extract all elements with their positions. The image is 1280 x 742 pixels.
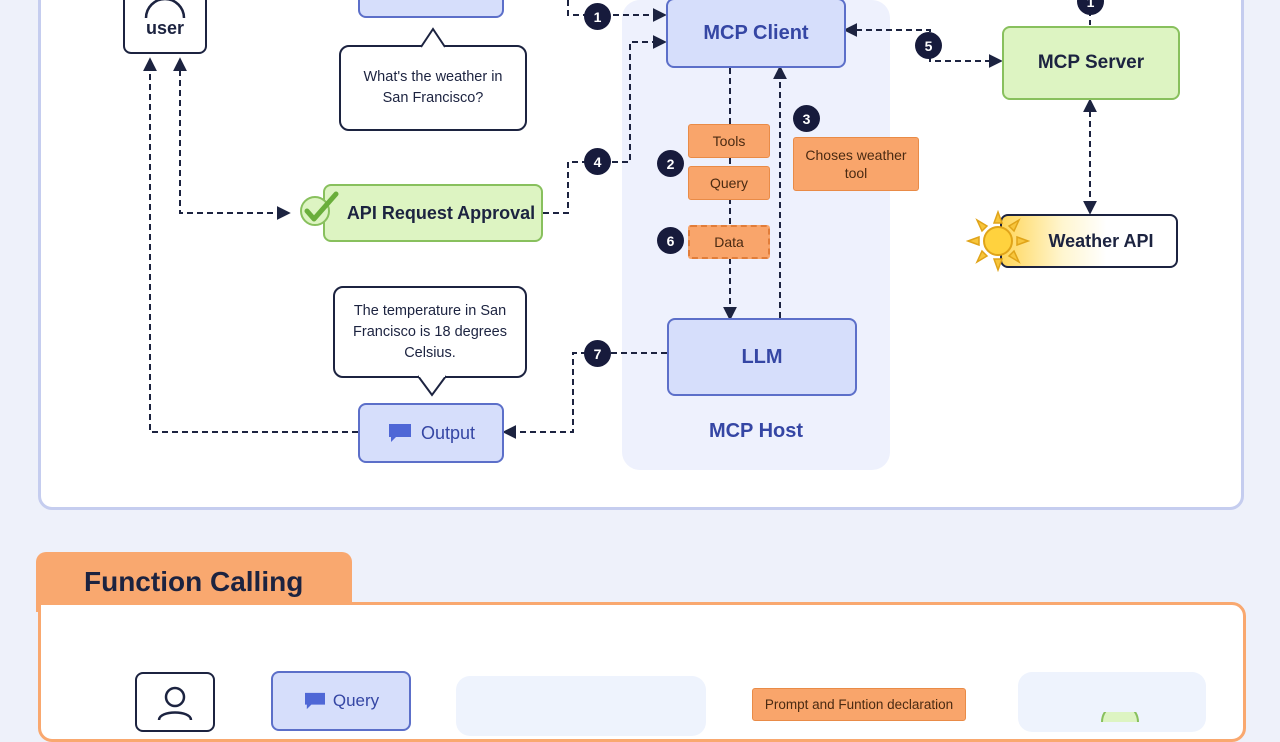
fc-query-label: Query	[332, 691, 380, 710]
answer-bubble: The temperature in San Francisco is 18 d…	[333, 286, 527, 378]
step-badge-3: 3	[793, 105, 820, 132]
mcp-client-node: MCP Client	[666, 0, 846, 68]
fc-status-icon	[1101, 712, 1139, 722]
fc-zone-right	[1018, 672, 1206, 732]
step-badge-2: 2	[657, 150, 684, 177]
tools-label: Tools	[712, 133, 746, 149]
step-badge-6: 6	[657, 227, 684, 254]
question-bubble-tail	[420, 27, 446, 48]
step-badge-4: 4	[584, 148, 611, 175]
data-chip: Data	[688, 225, 770, 259]
mcp-host-label: MCP Host	[708, 420, 804, 442]
input-node	[358, 0, 504, 18]
llm-label: LLM	[741, 345, 783, 368]
step-badge-5: 5	[915, 32, 942, 59]
question-text: What's the weather in San Francisco?	[363, 69, 503, 106]
tools-chip: Tools	[688, 124, 770, 158]
weather-api-label: Weather API	[1048, 230, 1154, 251]
sun-icon	[966, 210, 1030, 272]
user-icon	[144, 0, 186, 19]
data-label: Data	[714, 234, 744, 250]
answer-bubble-tail	[417, 375, 447, 397]
server-step-badge: 1	[1077, 0, 1104, 15]
step-badge-7: 7	[584, 340, 611, 367]
query-label: Query	[709, 175, 749, 191]
answer-text: The temperature in San Francisco is 18 d…	[353, 302, 507, 361]
step-badge-1: 1	[584, 3, 611, 30]
llm-node: LLM	[667, 318, 857, 396]
chat-icon	[388, 424, 411, 442]
prompt-declaration-chip: Prompt and Funtion declaration	[752, 688, 966, 721]
fc-zone-middle	[456, 676, 706, 736]
choses-tool-label: Choses weather tool	[805, 147, 907, 181]
prompt-declaration-label: Prompt and Funtion declaration	[764, 697, 954, 712]
fc-user-icon	[157, 686, 193, 720]
fc-query-node: Query	[271, 671, 411, 731]
mcp-server-label: MCP Server	[1037, 52, 1145, 73]
output-node: Output	[358, 403, 504, 463]
mcp-server-node: MCP Server	[1002, 26, 1180, 100]
api-approval-node: API Request Approval	[323, 184, 543, 242]
checkmark-icon	[300, 191, 339, 226]
fc-chat-icon	[304, 692, 325, 710]
output-label: Output	[420, 422, 476, 443]
choses-tool-chip: Choses weather tool	[793, 137, 919, 191]
user-label: user	[145, 18, 185, 38]
function-calling-title: Function Calling	[84, 566, 304, 597]
mcp-client-label: MCP Client	[703, 21, 809, 44]
user-node	[123, 0, 207, 54]
question-bubble: What's the weather in San Francisco?	[339, 45, 527, 131]
api-approval-label: API Request Approval	[346, 202, 536, 223]
query-chip: Query	[688, 166, 770, 200]
